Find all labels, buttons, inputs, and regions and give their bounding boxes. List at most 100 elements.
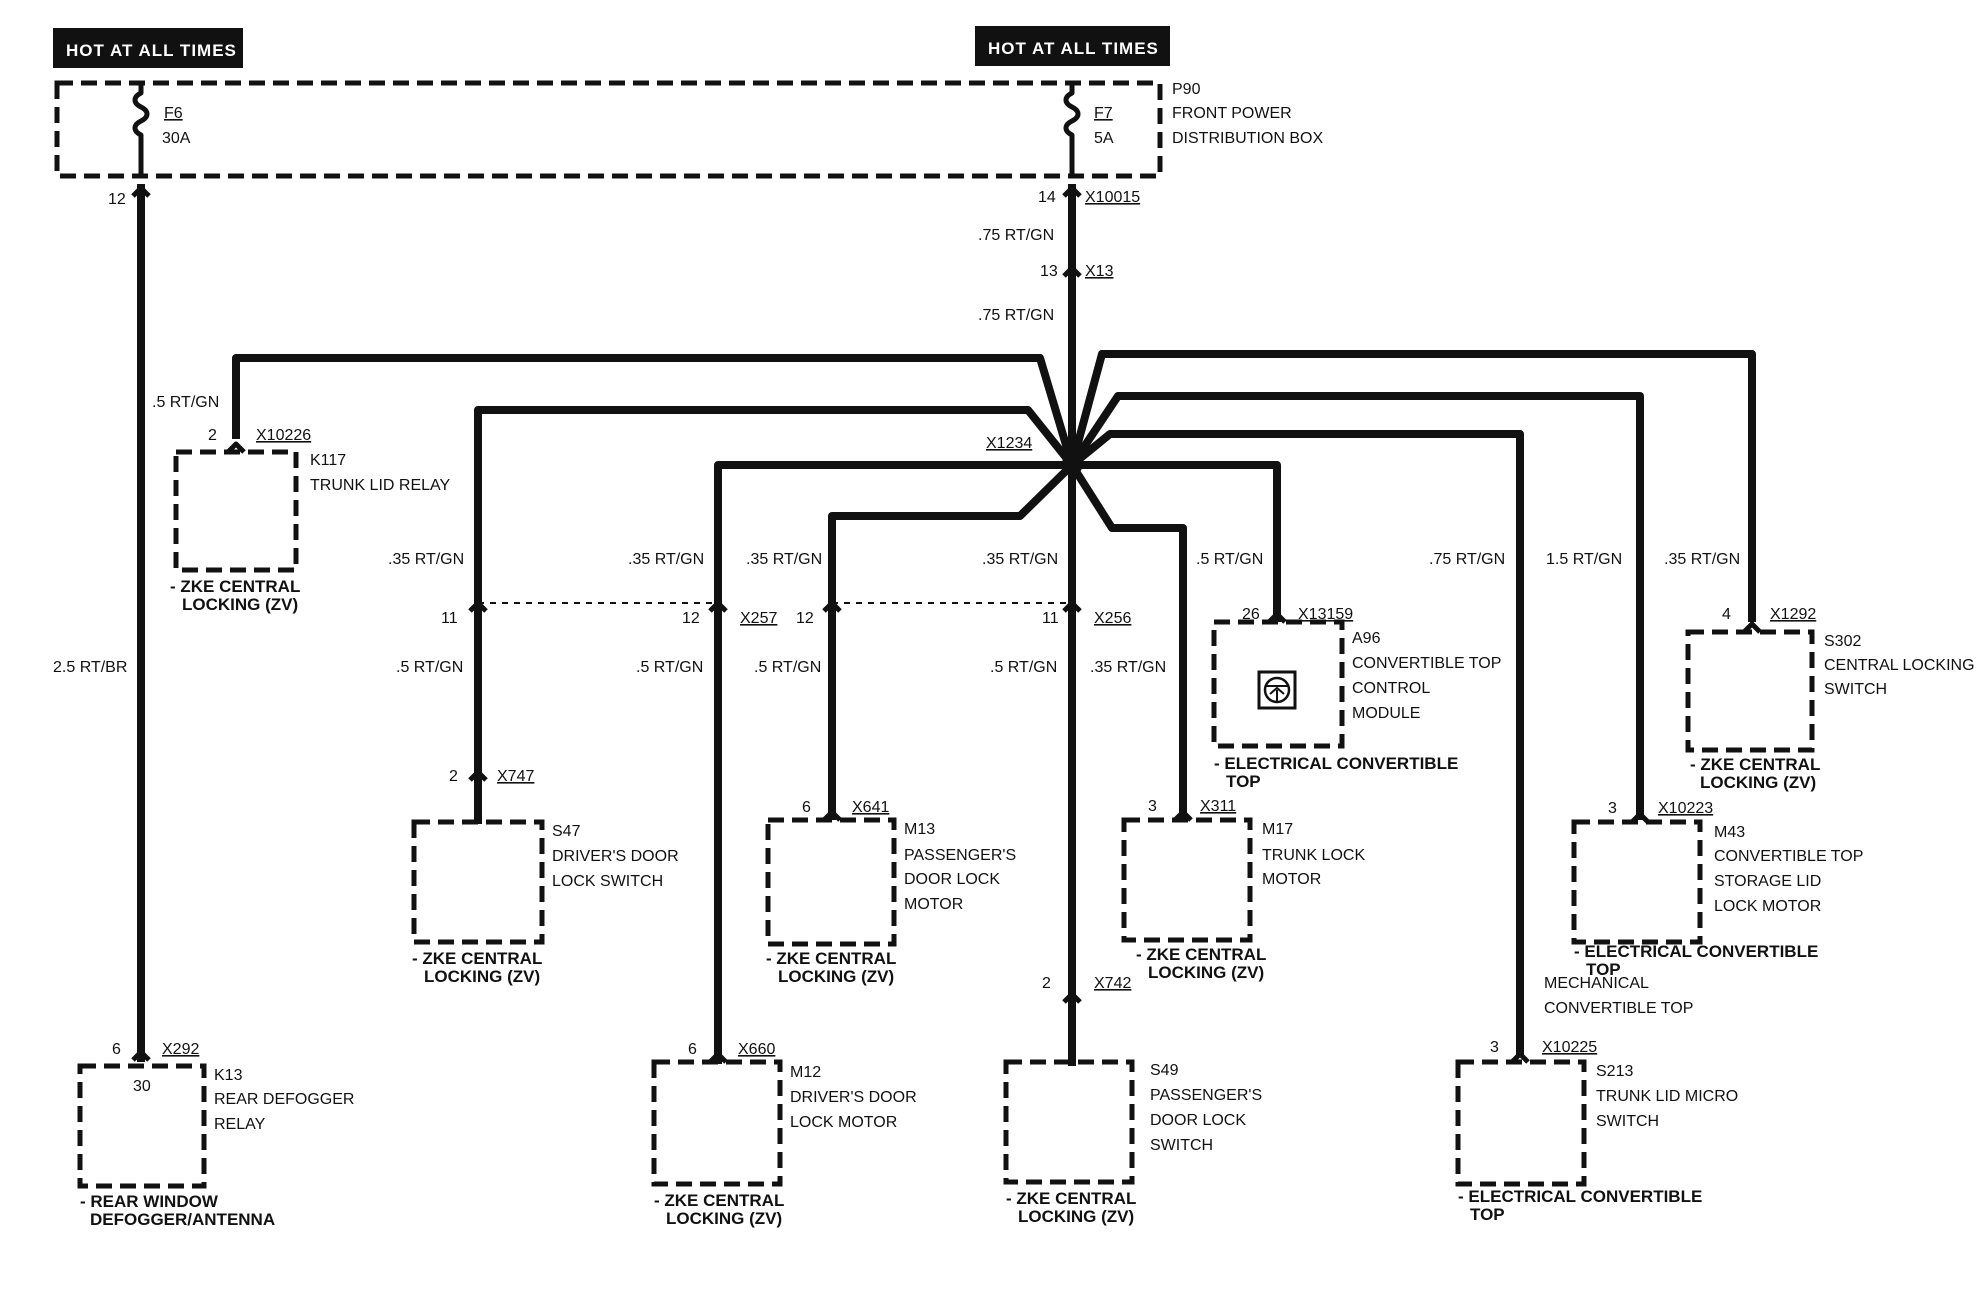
s47-id: S47 (552, 823, 581, 840)
s302-name-2: SWITCH (1824, 681, 1887, 698)
k13-connector: X292 (162, 1041, 199, 1058)
branch-gauge-8: .35 RT/GN (1664, 551, 1740, 568)
power-distribution-box: P90 FRONT POWER DISTRIBUTION BOX F6 30A … (54, 80, 1323, 208)
branch-gauge-4: .35 RT/GN (982, 551, 1058, 568)
banner-left-text: HOT AT ALL TIMES (66, 41, 237, 60)
s302-name-1: CENTRAL LOCKING (1824, 657, 1975, 674)
component-s47: 2 X747 S47 DRIVER'S DOOR LOCK SWITCH - Z… (411, 768, 679, 986)
m43-name-2: STORAGE LID (1714, 873, 1821, 890)
component-k13: 6 X292 30 K13 REAR DEFOGGER RELAY - REAR… (77, 1041, 354, 1229)
m43-system-1: - ELECTRICAL CONVERTIBLE (1574, 942, 1818, 961)
m43-name-3: LOCK MOTOR (1714, 898, 1821, 915)
s49-system-1: - ZKE CENTRAL (1006, 1189, 1136, 1208)
s49-name-1: PASSENGER'S (1150, 1087, 1262, 1104)
s213-name-2: SWITCH (1596, 1113, 1659, 1130)
m17-name-2: MOTOR (1262, 871, 1321, 888)
component-m13: 6 X641 M13 PASSENGER'S DOOR LOCK MOTOR -… (765, 799, 1016, 986)
s213-connector: X10225 (1542, 1039, 1597, 1056)
k117-system-1: - ZKE CENTRAL (170, 577, 300, 596)
k13-name-2: RELAY (214, 1116, 266, 1133)
m43-system-3: MECHANICAL (1544, 975, 1649, 992)
s47-name-2: LOCK SWITCH (552, 873, 663, 890)
module-icon (1257, 670, 1297, 710)
m13-id: M13 (904, 821, 935, 838)
m43-id: M43 (1714, 824, 1745, 841)
s302-system-2: LOCKING (ZV) (1700, 773, 1816, 792)
m17-id: M17 (1262, 821, 1293, 838)
a96-system-1: - ELECTRICAL CONVERTIBLE (1214, 754, 1458, 773)
s47-connector: X747 (497, 768, 534, 785)
m17-system-1: - ZKE CENTRAL (1136, 945, 1266, 964)
s49-pin: 2 (1042, 975, 1051, 992)
m12-connector: X660 (738, 1041, 775, 1058)
m12-id: M12 (790, 1064, 821, 1081)
component-a96: 26 X13159 A96 CONVERTIBLE TOP CONTROL MO… (1211, 606, 1501, 791)
connector-x257: X257 (740, 610, 777, 627)
s213-name-1: TRUNK LID MICRO (1596, 1088, 1738, 1105)
component-m12: 6 X660 M12 DRIVER'S DOOR LOCK MOTOR - ZK… (651, 1041, 917, 1228)
branch-gauge-6: .75 RT/GN (1429, 551, 1505, 568)
component-s302: 4 X1292 S302 CENTRAL LOCKING SWITCH - ZK… (1685, 606, 1975, 792)
m13-name-3: MOTOR (904, 896, 963, 913)
wire-k117-gauge: .5 RT/GN (152, 394, 219, 411)
branch-wires: .5 RT/GN (152, 350, 1756, 1066)
m43-system-4: CONVERTIBLE TOP (1544, 1000, 1693, 1017)
connector-x13: X13 (1085, 263, 1114, 280)
component-k117: 2 X10226 K117 TRUNK LID RELAY - ZKE CENT… (170, 427, 451, 614)
branch-labels: .35 RT/GN .35 RT/GN .35 RT/GN .35 RT/GN … (388, 551, 1740, 676)
m13-system-2: LOCKING (ZV) (778, 967, 894, 986)
lower-gauge-3: .5 RT/GN (754, 659, 821, 676)
k117-system-2: LOCKING (ZV) (182, 595, 298, 614)
a96-name-1: CONVERTIBLE TOP (1352, 655, 1501, 672)
connector-x256: X256 (1094, 610, 1131, 627)
branch-gauge-1: .35 RT/GN (388, 551, 464, 568)
branch-gauge-7: 1.5 RT/GN (1546, 551, 1622, 568)
s47-name-1: DRIVER'S DOOR (552, 848, 679, 865)
s213-system-1: - ELECTRICAL CONVERTIBLE (1458, 1187, 1702, 1206)
fuse-f6-id: F6 (164, 105, 183, 122)
component-s213: 3 X10225 S213 TRUNK LID MICRO SWITCH - E… (1455, 1039, 1738, 1224)
m12-system-1: - ZKE CENTRAL (654, 1191, 784, 1210)
branch-gauge-3: .35 RT/GN (746, 551, 822, 568)
s213-id: S213 (1596, 1063, 1633, 1080)
fuse-f7-pin: 14 (1038, 189, 1056, 206)
lower-gauge-5: .35 RT/GN (1090, 659, 1166, 676)
x256-pin-a: 12 (796, 610, 814, 627)
fuse-f7-rating: 5A (1094, 130, 1114, 147)
component-s49: 2 X742 S49 PASSENGER'S DOOR LOCK SWITCH … (1003, 975, 1262, 1226)
s49-id: S49 (1150, 1062, 1179, 1079)
splice-label: X1234 (986, 435, 1032, 452)
wire-trunk: .75 RT/GN 13 X13 .75 RT/GN (978, 184, 1114, 466)
lower-gauge-4: .5 RT/GN (990, 659, 1057, 676)
m13-name-1: PASSENGER'S (904, 847, 1016, 864)
wire-left-gauge: 2.5 RT/BR (53, 659, 127, 676)
fuse-f6-pin: 12 (108, 191, 126, 208)
s49-system-2: LOCKING (ZV) (1018, 1207, 1134, 1226)
k13-inner-pin: 30 (133, 1078, 151, 1095)
branch-gauge-2: .35 RT/GN (628, 551, 704, 568)
m12-name-2: LOCK MOTOR (790, 1114, 897, 1131)
k13-name-1: REAR DEFOGGER (214, 1091, 354, 1108)
k117-name: TRUNK LID RELAY (310, 477, 451, 494)
p90-id: P90 (1172, 81, 1201, 98)
a96-pin: 26 (1242, 606, 1260, 623)
m43-connector: X10223 (1658, 800, 1713, 817)
banner-right-text: HOT AT ALL TIMES (988, 39, 1159, 58)
s47-pin: 2 (449, 768, 458, 785)
branch-gauge-5: .5 RT/GN (1196, 551, 1263, 568)
s302-connector: X1292 (1770, 606, 1816, 623)
lower-gauge-1: .5 RT/GN (396, 659, 463, 676)
m17-system-2: LOCKING (ZV) (1148, 963, 1264, 982)
m43-name-1: CONVERTIBLE TOP (1714, 848, 1863, 865)
k13-pin: 6 (112, 1041, 121, 1058)
s213-pin: 3 (1490, 1039, 1499, 1056)
x257-pin-a: 11 (441, 610, 458, 627)
k117-id: K117 (310, 452, 346, 469)
m43-system-2: TOP (1586, 960, 1621, 979)
m17-connector: X311 (1200, 798, 1236, 815)
s302-id: S302 (1824, 633, 1861, 650)
s302-system-1: - ZKE CENTRAL (1690, 755, 1820, 774)
s49-connector: X742 (1094, 975, 1131, 992)
fuse-f7-id: F7 (1094, 105, 1113, 122)
